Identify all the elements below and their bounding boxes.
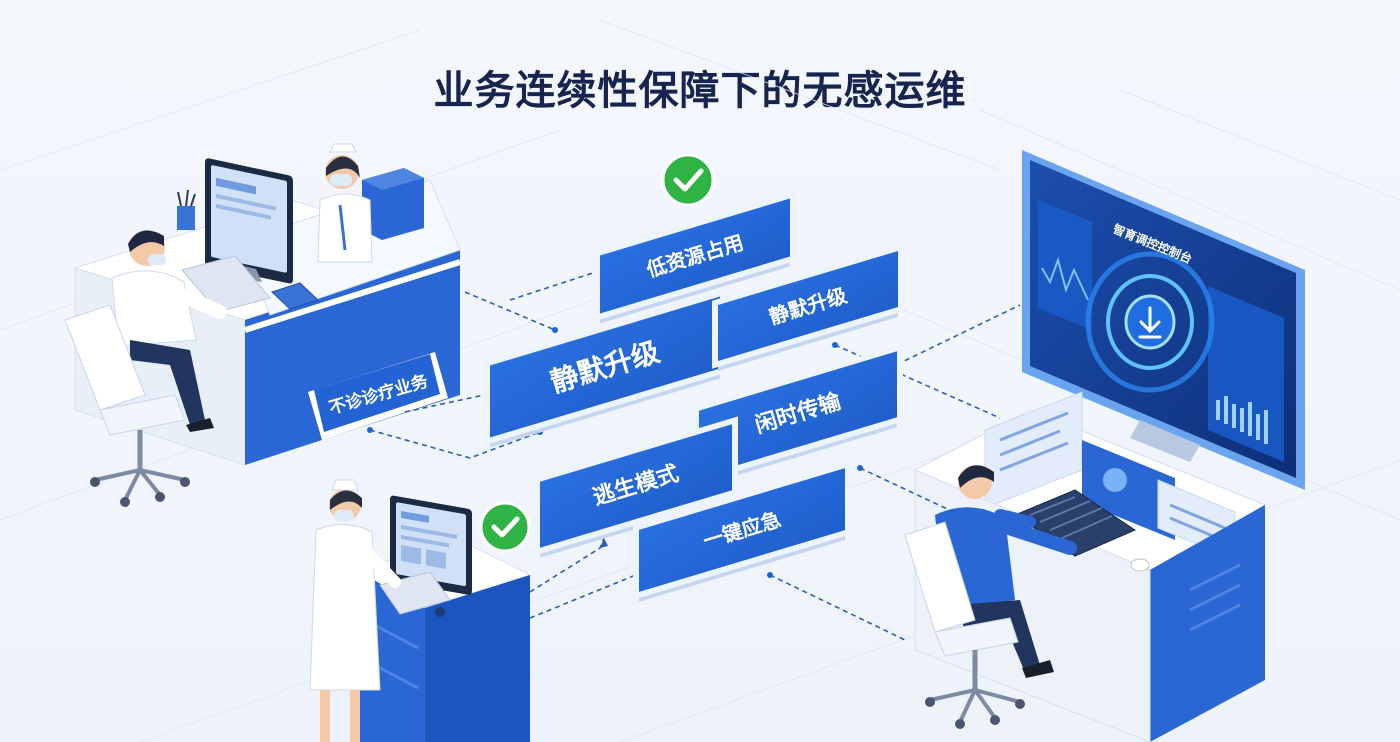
feature-tile-5: 逃生模式 (534, 416, 738, 558)
check-circle-icon (661, 153, 715, 207)
feature-tile-3: 静默升级 (712, 243, 904, 371)
page-title: 业务连续性保障下的无感运维 (433, 68, 967, 114)
nurse-figure-bottom (309, 479, 401, 742)
right-station: 智育调控控制台 (904, 150, 1305, 742)
doctor-figure (111, 230, 227, 432)
download-icon (1138, 306, 1162, 339)
nurse-figure-top (317, 143, 373, 263)
feature-tile-2: 静默升级 (484, 288, 726, 448)
bottom-left-station (309, 479, 532, 742)
feature-tile-6: 一键应急 (633, 460, 851, 602)
feature-tile-face (718, 251, 898, 361)
feature-tile-face (600, 198, 790, 314)
feature-tile-face (540, 424, 732, 548)
feature-tile-1: 低资源占用 (594, 190, 796, 324)
office-chair-left (64, 304, 190, 507)
left-station: 不诊诊疗业务 (64, 143, 462, 507)
feature-tile-4: 闲时传输 (693, 343, 903, 487)
office-chair-right (904, 521, 1025, 729)
check-circle-icon (479, 501, 531, 553)
feature-tile-face (490, 296, 720, 438)
feature-tile-face (699, 351, 897, 477)
feature-tile-face (639, 468, 845, 592)
